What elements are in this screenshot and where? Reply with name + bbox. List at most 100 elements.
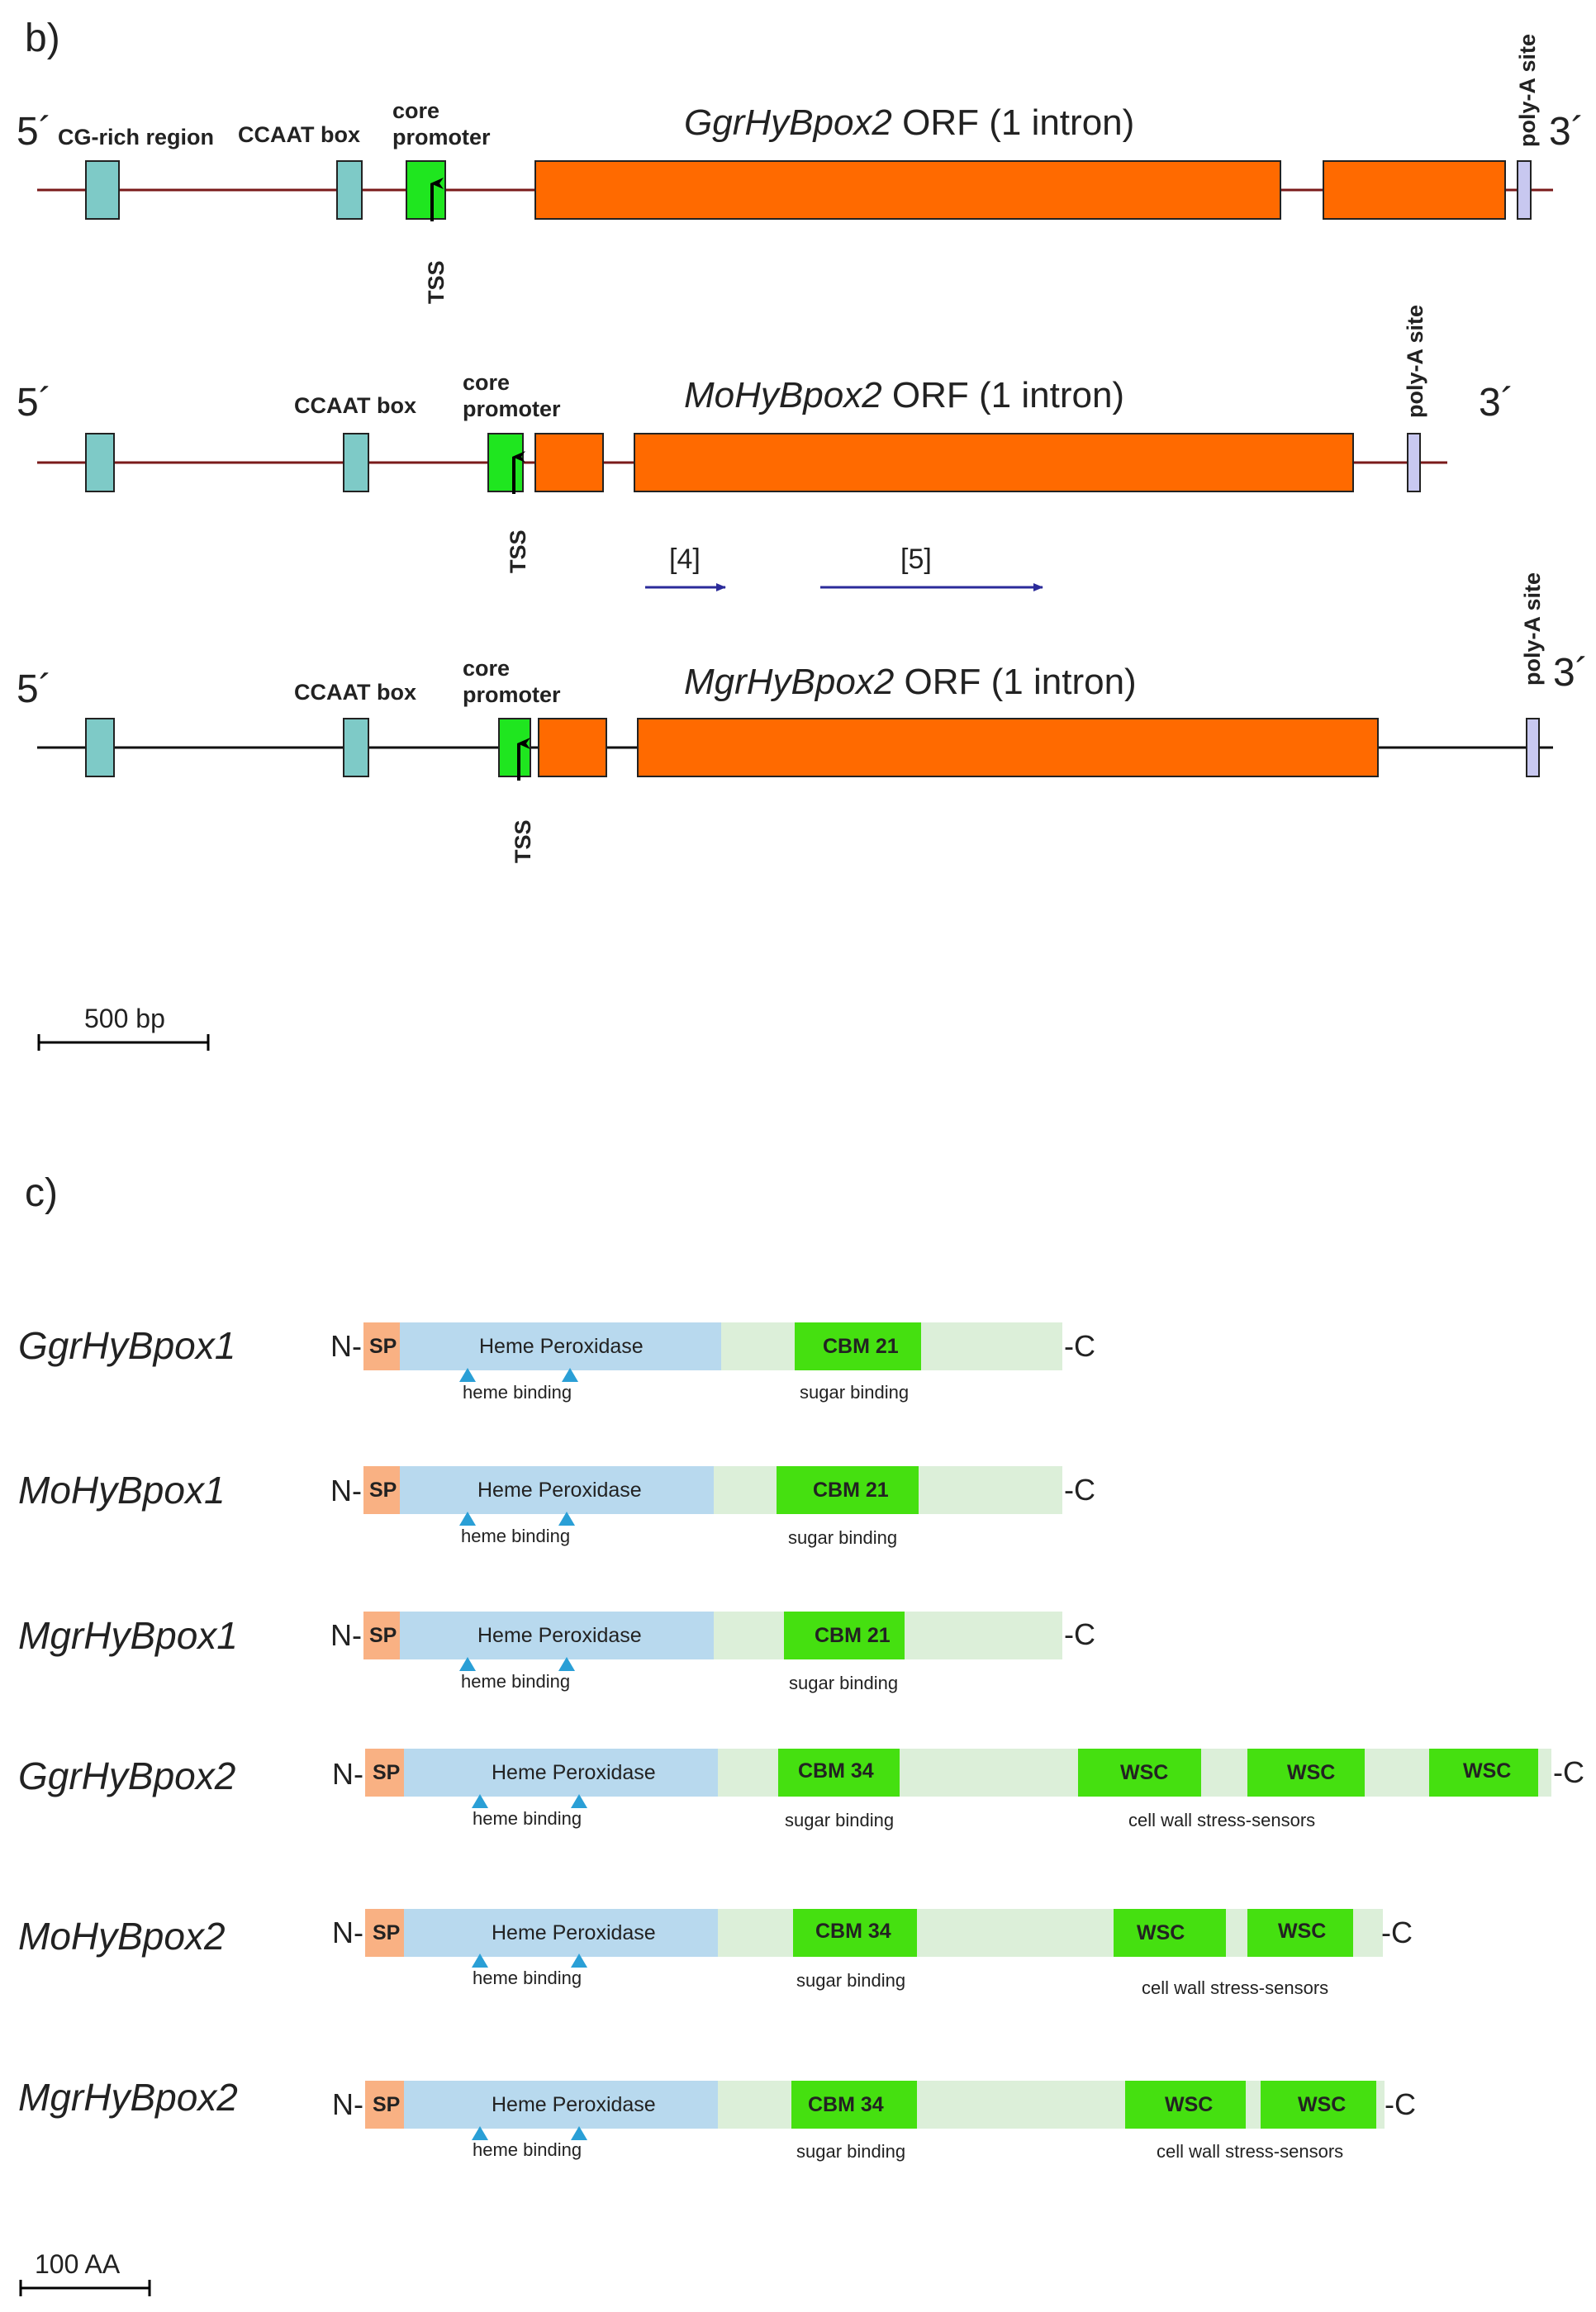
signal-peptide xyxy=(363,1322,400,1370)
orf-exon-2 xyxy=(1323,160,1506,220)
cbm-label: CBM 21 xyxy=(813,1479,889,1502)
n-terminus: N- xyxy=(330,1474,362,1507)
ccaat-box xyxy=(343,433,369,492)
signal-peptide xyxy=(365,1749,404,1797)
polya-site-label: poly-A site xyxy=(1520,572,1545,686)
n-terminus: N- xyxy=(330,1329,362,1363)
heme-binding-triangle xyxy=(571,2126,587,2140)
heme-binding-triangle xyxy=(459,1512,476,1526)
heme-binding-label: heme binding xyxy=(463,1382,572,1403)
panel-c-label: c) xyxy=(25,1171,58,1215)
cbm-domain xyxy=(795,1322,921,1370)
cell-wall-stress-sensors-label: cell wall stress-sensors xyxy=(1128,1810,1315,1830)
heme-peroxidase-label: Heme Peroxidase xyxy=(492,2093,656,2116)
wsc-label-1: WSC xyxy=(1120,1761,1168,1784)
cg-rich-region-box xyxy=(85,160,120,220)
heme-binding-label: heme binding xyxy=(461,1671,570,1692)
cbm-label: CBM 21 xyxy=(823,1335,899,1358)
heme-binding-triangle xyxy=(558,1512,575,1526)
wsc-domain-3 xyxy=(1429,1749,1538,1797)
cell-wall-stress-sensors-label: cell wall stress-sensors xyxy=(1157,2141,1343,2162)
ccaat-box xyxy=(343,718,369,777)
c-terminus: -C xyxy=(1385,2087,1416,2121)
sugar-binding-label: sugar binding xyxy=(789,1673,898,1693)
protein-row-mohybpox2: MoHyBpox2 N- SP Heme Peroxidase heme bin… xyxy=(18,1909,1413,1998)
wsc-domain-2 xyxy=(1247,1749,1365,1797)
wsc-label-1: WSC xyxy=(1137,1921,1185,1944)
core-promoter-box xyxy=(406,160,446,220)
gene-title: GgrHyBpox2 ORF (1 intron) xyxy=(684,102,1134,143)
panel-c: c) GgrHyBpox1 N- SP Heme Peroxidase heme… xyxy=(18,1171,1584,2296)
orf-exon-2 xyxy=(637,718,1379,777)
cbm-label: CBM 34 xyxy=(798,1759,874,1783)
gene-title: MoHyBpox2 ORF (1 intron) xyxy=(684,375,1124,415)
three-prime-label: 3´ xyxy=(1479,381,1514,425)
ccaat-box-label: CCAAT box xyxy=(294,680,416,705)
wsc-domain-1 xyxy=(1125,2081,1246,2129)
heme-peroxidase-domain xyxy=(400,1612,714,1659)
wsc-label-3: WSC xyxy=(1463,1759,1511,1783)
cbm-domain xyxy=(791,2081,917,2129)
aa-scale-bar: 100 AA xyxy=(19,2249,151,2296)
cbm-domain xyxy=(784,1612,905,1659)
protein-row-ggrhybpox1: GgrHyBpox1 N- SP Heme Peroxidase heme bi… xyxy=(18,1322,1095,1403)
primer-5-label: [5] xyxy=(900,544,932,575)
wsc-label-2: WSC xyxy=(1278,1920,1326,1943)
heme-binding-triangle xyxy=(558,1657,575,1671)
protein-name: GgrHyBpox2 xyxy=(18,1754,235,1797)
orf-exon-1 xyxy=(534,160,1281,220)
heme-binding-label: heme binding xyxy=(473,1808,582,1829)
ccaat-box xyxy=(336,160,363,220)
cbm-domain xyxy=(778,1749,900,1797)
heme-binding-triangle xyxy=(459,1657,476,1671)
cbm-label: CBM 34 xyxy=(815,1920,891,1943)
primer-4-label: [4] xyxy=(669,544,701,575)
protein-name: MgrHyBpox2 xyxy=(18,2076,238,2119)
cell-wall-stress-sensors-label: cell wall stress-sensors xyxy=(1142,1977,1328,1998)
wsc-domain-1 xyxy=(1114,1909,1226,1957)
core-promoter-box xyxy=(487,433,524,492)
c-terminus: -C xyxy=(1064,1473,1095,1507)
ccaat-box-label: CCAAT box xyxy=(294,393,416,418)
heme-binding-triangle xyxy=(472,2126,488,2140)
five-prime-label: 5´ xyxy=(17,667,52,711)
signal-peptide xyxy=(363,1612,400,1659)
heme-binding-triangle xyxy=(562,1368,578,1382)
wsc-label-2: WSC xyxy=(1298,2093,1346,2116)
gene-title: MgrHyBpox2 ORF (1 intron) xyxy=(684,662,1137,702)
heme-peroxidase-domain xyxy=(400,1322,721,1370)
bp-scale-bar: 500 bp xyxy=(37,1004,210,1051)
signal-peptide-label: SP xyxy=(373,1921,400,1944)
five-prime-label: 5´ xyxy=(17,110,52,154)
heme-peroxidase-domain xyxy=(404,2081,718,2129)
signal-peptide-label: SP xyxy=(373,1761,400,1784)
n-terminus: N- xyxy=(332,1916,363,1949)
wsc-domain-2 xyxy=(1261,2081,1376,2129)
cbm-label: CBM 34 xyxy=(808,2093,884,2116)
c-terminus: -C xyxy=(1064,1329,1095,1363)
sugar-binding-label: sugar binding xyxy=(796,1970,905,1991)
motif-box xyxy=(85,718,115,777)
n-terminus: N- xyxy=(332,1757,363,1791)
heme-binding-label: heme binding xyxy=(461,1526,570,1546)
cbm-domain xyxy=(793,1909,917,1957)
sugar-binding-label: sugar binding xyxy=(796,2141,905,2162)
tss-label: TSS xyxy=(424,260,449,304)
tss-label: TSS xyxy=(506,529,530,573)
protein-name: GgrHyBpox1 xyxy=(18,1324,235,1367)
bp-scale-label: 500 bp xyxy=(84,1004,165,1033)
wsc-domain-1 xyxy=(1078,1749,1201,1797)
protein-row-mgrhybpox2: MgrHyBpox2 N- SP Heme Peroxidase heme bi… xyxy=(18,2076,1416,2162)
n-terminus: N- xyxy=(330,1618,362,1652)
orf-exon-1 xyxy=(534,433,604,492)
polya-site-box xyxy=(1517,160,1532,220)
motif-box xyxy=(85,433,115,492)
protein-row-mohybpox1: MoHyBpox1 N- SP Heme Peroxidase heme bin… xyxy=(18,1466,1095,1548)
signal-peptide xyxy=(365,1909,404,1957)
c-terminus: -C xyxy=(1064,1617,1095,1651)
